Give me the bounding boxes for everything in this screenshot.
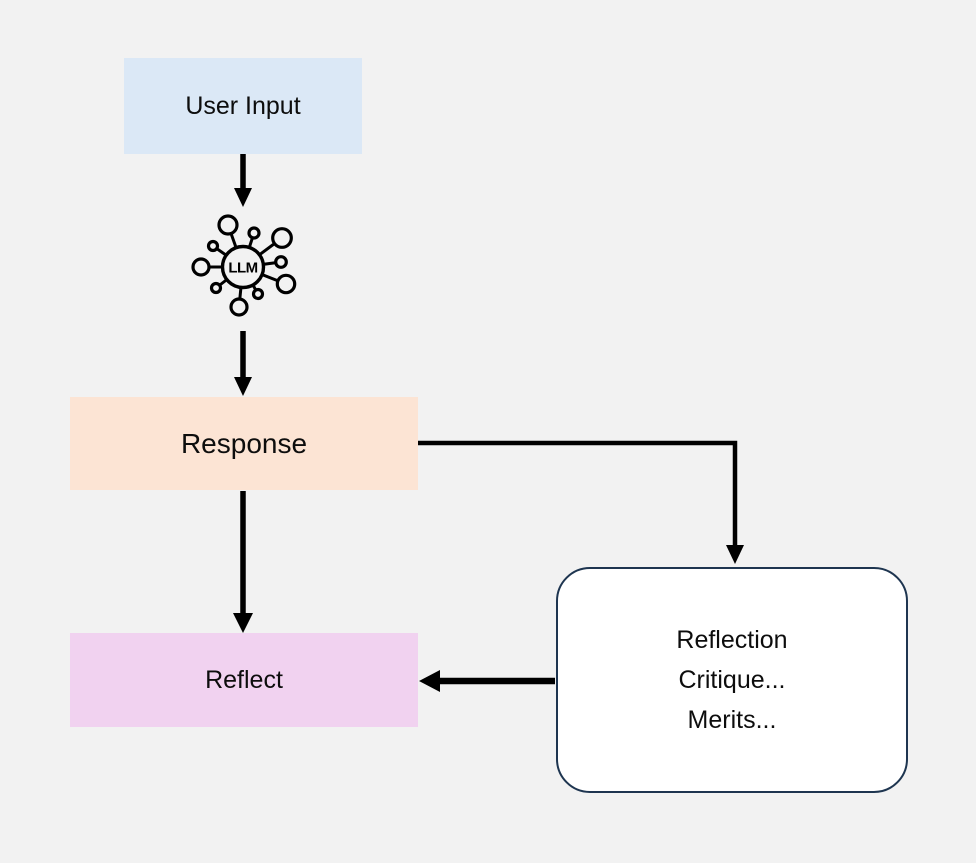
node-reflection-line-1: Reflection <box>676 626 788 654</box>
arrow-llm-to-response <box>234 331 252 396</box>
node-user-input-label: User Input <box>185 91 301 120</box>
arrow-response-to-reflect <box>233 491 253 633</box>
node-reflection-line-2: Critique... <box>678 666 786 694</box>
llm-icon-label: LLM <box>228 260 257 277</box>
node-reflect-label: Reflect <box>205 665 283 694</box>
arrow-user-input-to-llm <box>234 154 252 207</box>
node-reflection-line-3: Merits... <box>687 706 777 734</box>
node-user-input: User Input <box>124 58 362 154</box>
node-response: Response <box>70 397 418 490</box>
llm-icon: LLM <box>191 214 297 317</box>
node-reflect: Reflect <box>70 633 418 727</box>
node-reflection: Reflection Critique... Merits... <box>556 567 908 793</box>
arrow-reflection-to-reflect <box>419 670 555 692</box>
connector-response-to-reflection <box>418 440 744 564</box>
node-response-label: Response <box>180 427 308 459</box>
